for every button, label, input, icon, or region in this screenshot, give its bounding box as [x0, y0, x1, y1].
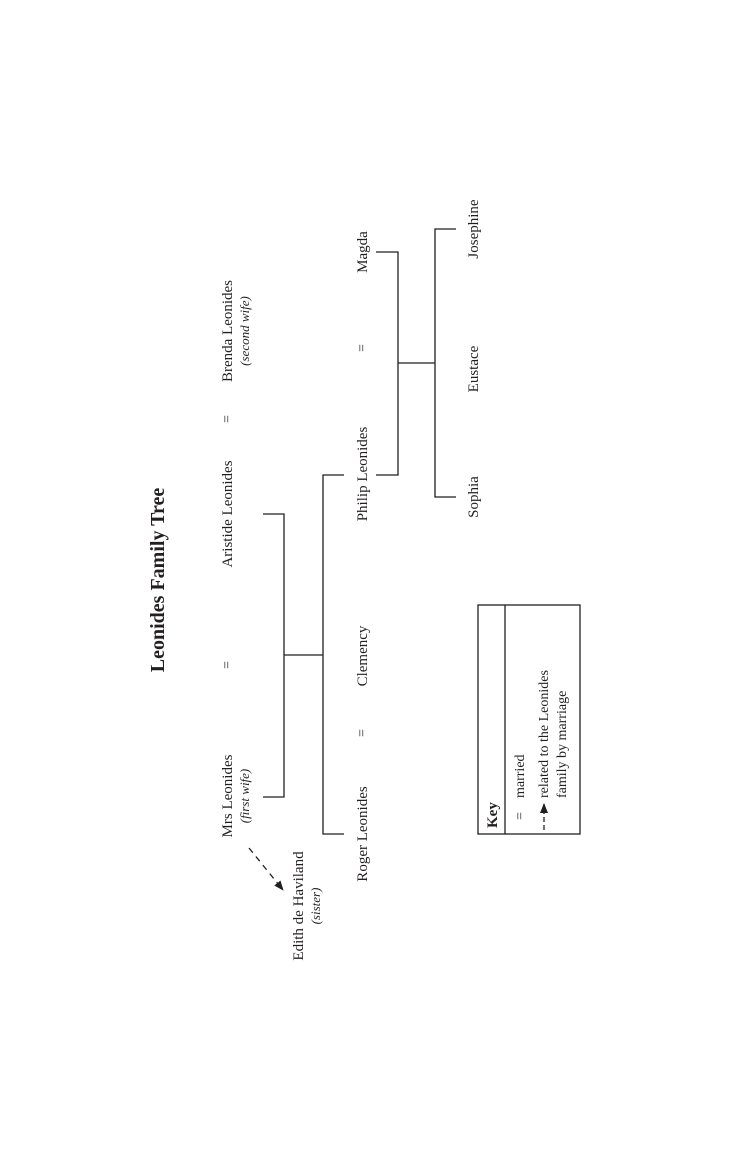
- key-heading: Key: [485, 802, 501, 828]
- married-symbol: =: [220, 415, 235, 423]
- married-symbol: =: [220, 661, 235, 669]
- person-clemency: Clemency: [355, 625, 371, 686]
- note-second-wife: (second wife): [237, 296, 252, 366]
- note-sister: (sister): [308, 888, 323, 925]
- person-sophia: Sophia: [466, 476, 482, 518]
- person-josephine: Josephine: [466, 199, 482, 259]
- married-symbol: =: [355, 729, 370, 737]
- person-philip-leonides: Philip Leonides: [355, 427, 371, 522]
- parents-bracket: [263, 513, 285, 798]
- relation-by-marriage-arrow: [248, 847, 284, 891]
- page-title: Leonides Family Tree: [147, 488, 169, 673]
- person-brenda-leonides: Brenda Leonides: [220, 280, 236, 382]
- note-first-wife: (first wife): [237, 769, 252, 824]
- person-magda: Magda: [355, 231, 371, 273]
- children-bracket: [434, 228, 456, 498]
- key-relation-line-1: related to the Leonides: [537, 670, 552, 798]
- person-aristide-leonides: Aristide Leonides: [220, 460, 236, 567]
- key-married-label: married: [513, 754, 528, 798]
- person-mrs-leonides: Mrs Leonides: [220, 754, 236, 837]
- key-married-symbol: =: [513, 812, 528, 820]
- parents-bracket: [376, 251, 399, 476]
- key-box: Key = married related to the Leonides fa…: [477, 604, 581, 835]
- person-edith-de-haviland: Edith de Haviland: [291, 851, 307, 961]
- children-bracket: [322, 474, 344, 835]
- person-roger-leonides: Roger Leonides: [355, 786, 371, 882]
- married-symbol: =: [355, 344, 370, 352]
- key-relation-line-2: family by marriage: [555, 691, 570, 798]
- person-eustace: Eustace: [466, 345, 482, 392]
